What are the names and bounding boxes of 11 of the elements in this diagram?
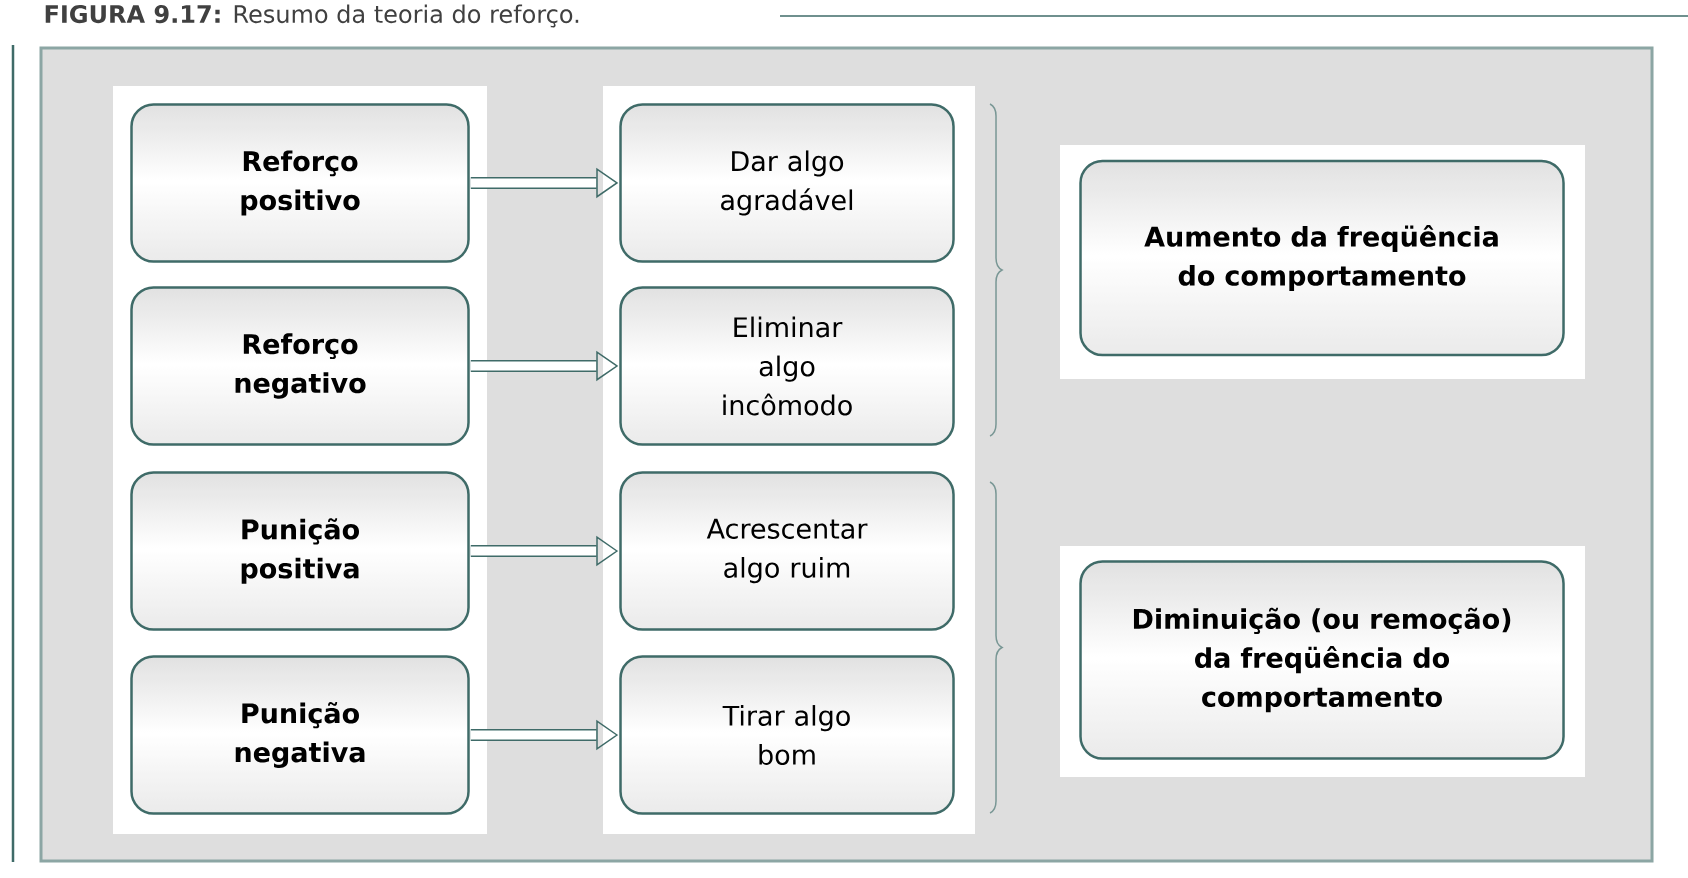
rounded-box: Acrescentar algo ruim xyxy=(619,471,955,631)
rounded-box: Eliminar algo incômodo xyxy=(619,286,955,446)
rounded-box: Aumento da freqüência do comportamento xyxy=(1079,159,1565,357)
rounded-box: Reforço positivo xyxy=(130,103,470,263)
figure-title: FIGURA 9.17: Resumo da teoria do reforço. xyxy=(40,1,585,31)
rounded-box: Punição positiva xyxy=(130,471,470,631)
rounded-box: Dar algo agradável xyxy=(619,103,955,263)
rounded-box: Reforço negativo xyxy=(130,286,470,446)
rounded-box: Diminuição (ou remoção) da freqüência do comportamento xyxy=(1079,560,1565,760)
rounded-box: Tirar algo bom xyxy=(619,655,955,815)
rounded-box: Punição negativa xyxy=(130,655,470,815)
